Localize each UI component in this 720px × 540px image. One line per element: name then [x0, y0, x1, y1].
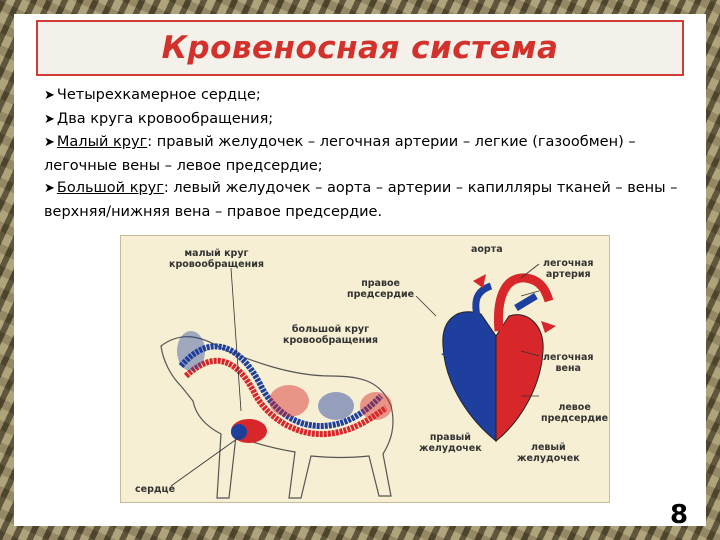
aorta-vessel — [493, 273, 554, 332]
pointer-line — [230, 267, 242, 412]
dog-outline — [160, 336, 394, 499]
dog-heart — [231, 424, 247, 440]
pulmonary-artery-vessel — [514, 292, 538, 312]
arrow-bullet-icon: ➤ — [44, 135, 55, 150]
page-number: 8 — [669, 500, 689, 530]
slide-title: Кровеносная система — [161, 30, 559, 66]
pointer-line — [520, 350, 540, 357]
flow-arrow — [441, 349, 456, 362]
bullet-heading: Большой круг — [56, 180, 164, 196]
pointer-line — [415, 295, 437, 317]
arrow-bullet-icon: ➤ — [44, 181, 55, 196]
title-box: Кровеносная система — [36, 20, 684, 76]
flow-arrow — [541, 321, 556, 333]
bullet-text: Четырехкамерное сердце; — [56, 87, 261, 103]
flow-arrow — [473, 274, 486, 288]
bullet-text: Два круга кровообращения; — [56, 110, 274, 127]
arrow-bullet-icon: ➤ — [44, 111, 55, 127]
pointer-line — [520, 290, 540, 297]
diagram-illustration — [160, 263, 556, 499]
bullet-list: ➤Четырехкамерное сердце; ➤Два круга кров… — [44, 84, 694, 223]
label-big-circle: большой круг кровообращения — [283, 324, 378, 346]
bullet-text: : левый желудочек – аорта – артерии – ка… — [44, 180, 678, 220]
heart-right-half — [442, 311, 497, 443]
bullet-heading: Малый круг — [56, 134, 148, 150]
label-right-atrium: правое предсердие — [347, 278, 415, 300]
pointer-line — [520, 263, 540, 279]
bullet-text: : правый желудочек – легочная артерии – … — [44, 134, 636, 174]
capillary-net — [177, 331, 205, 371]
bullet-item: ➤Два круга кровообращения; — [44, 108, 694, 132]
capillary-net — [360, 392, 392, 420]
bullet-item: ➤Четырехкамерное сердце; — [44, 84, 694, 108]
circulatory-diagram: малый круг кровообращения правое предсер… — [120, 235, 610, 503]
bullet-item: ➤Большой круг: левый желудочек – аорта –… — [44, 177, 694, 223]
label-aorta: аорта — [471, 244, 503, 255]
arterial-vessel — [183, 357, 388, 438]
capillary-net — [269, 385, 309, 417]
bullet-item: ➤Малый круг: правый желудочек – легочная… — [44, 131, 694, 177]
pointer-line — [170, 435, 242, 487]
capillary-net — [318, 392, 354, 420]
label-pulmonary-vein: легочная вена — [543, 352, 594, 374]
label-small-circle: малый круг кровообращения — [169, 248, 264, 270]
heart-left-half — [495, 314, 544, 443]
pulmonary-artery-vessel — [472, 282, 493, 333]
label-right-ventricle: правый желудочек — [419, 432, 482, 454]
label-left-ventricle: левый желудочек — [517, 442, 580, 464]
arrow-bullet-icon: ➤ — [44, 88, 55, 103]
label-left-atrium: левое предсердие — [541, 402, 609, 424]
label-pulmonary-artery: легочная артерия — [543, 258, 594, 280]
label-heart: сердце — [135, 484, 176, 495]
